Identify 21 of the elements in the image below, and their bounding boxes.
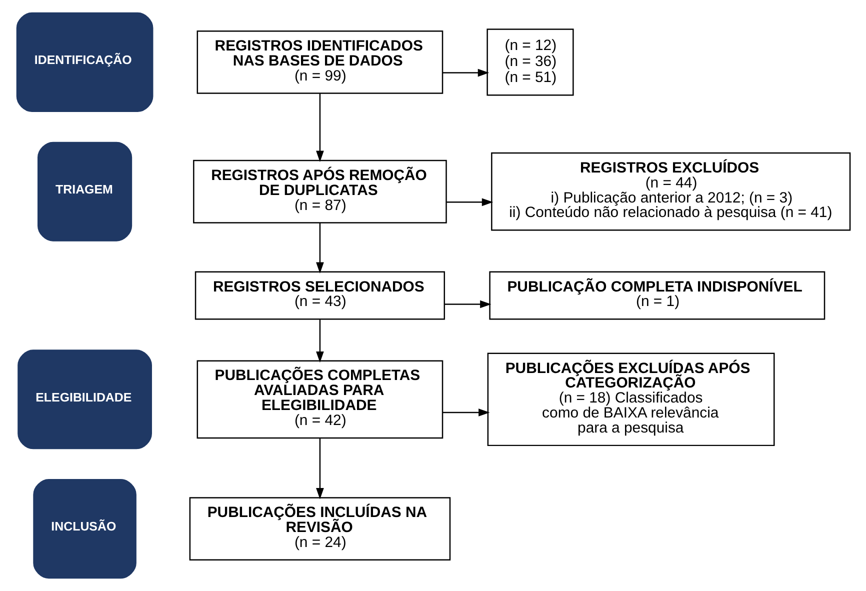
- node-box: REGISTROS APÓS REMOÇÃO DE DUPLICATAS (n = 87): [192, 160, 446, 224]
- node-box: TRIAGEM: [37, 142, 132, 242]
- arrow: [316, 94, 324, 162]
- arrow: [446, 198, 493, 206]
- node-box: ELEGIBILIDADE: [17, 350, 152, 450]
- node-box: (n = 12) (n = 36) (n = 51): [486, 28, 574, 96]
- arrow: [316, 320, 324, 363]
- node-box: PUBLICAÇÃO COMPLETA INDISPONÍVEL (n = 1): [488, 271, 825, 320]
- arrow: [316, 438, 324, 500]
- node-box: PUBLICAÇÕES EXCLUÍDAS APÓS CATEGORIZAÇÃO (n = 18) Classificados como de BAIXA relevância para a pesquisa: [486, 352, 774, 446]
- node-box: INCLUSÃO: [32, 479, 136, 579]
- node-box: REGISTROS IDENTIFICADOS NAS BASES DE DADOS (n = 99): [196, 30, 443, 94]
- arrow: [442, 408, 490, 416]
- node-box: REGISTROS SELECIONADOS (n = 43): [194, 271, 444, 320]
- arrow: [442, 68, 489, 77]
- node-box: PUBLICAÇÕES INCLUÍDAS NA REVISÃO (n = 24): [188, 497, 450, 561]
- node-box: IDENTIFICAÇÃO: [16, 12, 153, 112]
- node-box: REGISTROS EXCLUÍDOS (n = 44) i) Publicação anterior a 2012; (n = 3) ii) Conteúdo não relacionado à pesquisa (n = 41): [490, 152, 850, 231]
- arrow: [444, 300, 491, 308]
- node-box: PUBLICAÇÕES COMPLETAS AVALIADAS PARA ELEGIBILIDADE (n = 42): [196, 360, 443, 439]
- arrow: [316, 222, 324, 274]
